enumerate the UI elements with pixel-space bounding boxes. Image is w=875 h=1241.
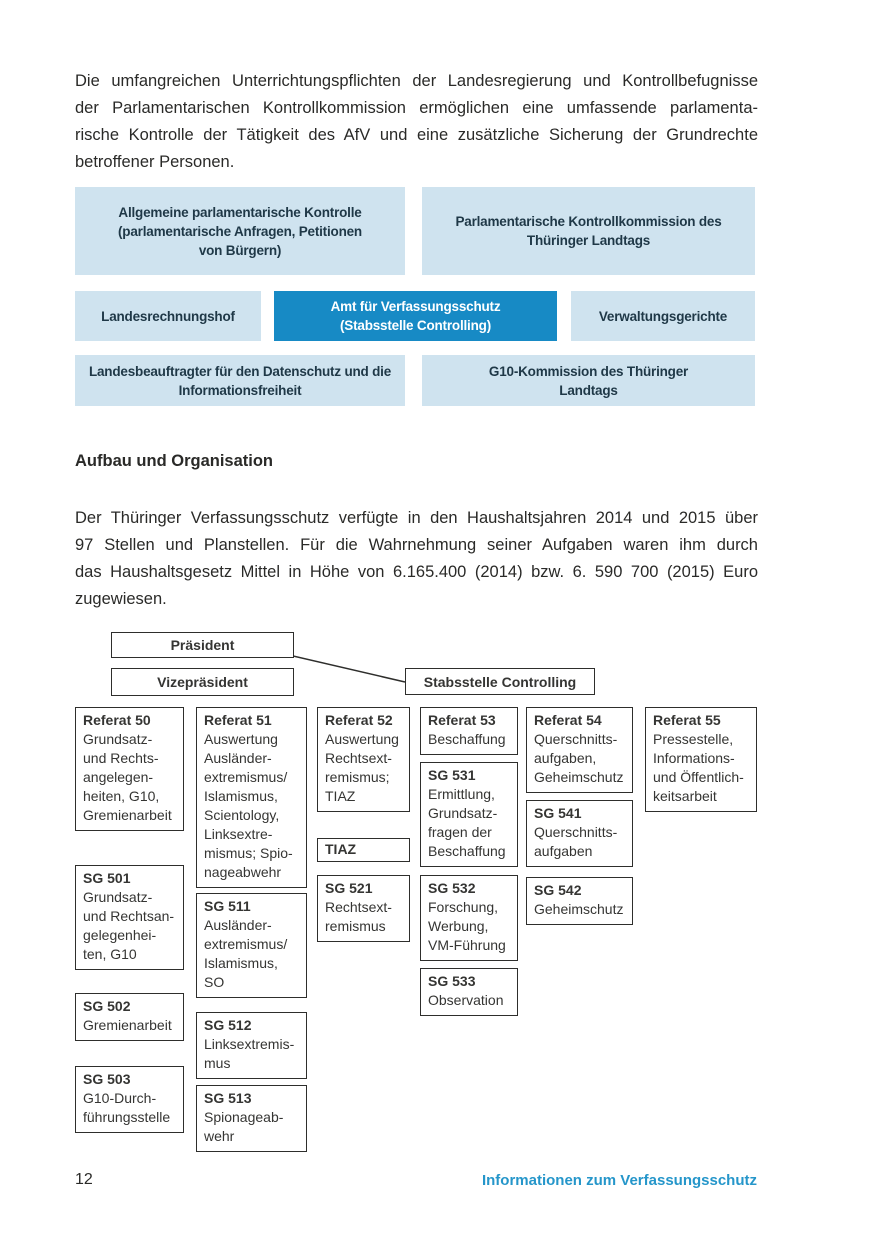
orgchart-box-body: Ermittlung, Grundsatz- fragen der Bescha… xyxy=(428,786,506,859)
orgchart-box-body: Querschnitts- aufgaben, Geheimschutz xyxy=(534,731,624,785)
orgchart-box-referat-53: Referat 53 Beschaffung xyxy=(420,707,518,755)
orgchart-box-body: Grundsatz- und Rechts- angelegen- heiten… xyxy=(83,731,172,823)
paragraph-line: zugewiesen. xyxy=(75,590,167,608)
control-box-landesrechnungshof: Landesrechnungshof xyxy=(75,291,261,341)
control-box-kontrollkommission: Parlamentarische Kontrollkommission des … xyxy=(422,187,755,275)
orgchart-box-body: Rechtsext- remismus xyxy=(325,899,392,934)
orgchart-box-body: Geheimschutz xyxy=(534,901,624,917)
running-title: Informationen zum Verfassungsschutz xyxy=(481,1172,757,1189)
budget-paragraph: Der Thüringer Verfassungsschutz verfügte… xyxy=(75,505,758,613)
orgchart-box-sg-511: SG 511 Ausländer- extremismus/ Islamismu… xyxy=(196,893,307,998)
orgchart-box-sg-512: SG 512 Linksextremis- mus xyxy=(196,1012,307,1079)
page-number: 12 xyxy=(75,1171,93,1188)
paragraph-line: betroffener Personen. xyxy=(75,153,235,171)
orgchart-box-stabsstelle-controlling: Stabsstelle Controlling xyxy=(405,668,595,695)
orgchart-box-referat-54: Referat 54 Querschnitts- aufgaben, Gehei… xyxy=(526,707,633,793)
orgchart-box-title: TIAZ xyxy=(325,841,357,857)
paragraph-line: der Parlamentarischen Kontrollkommission… xyxy=(75,99,758,117)
orgchart-box-body: Forschung, Werbung, VM-Führung xyxy=(428,899,506,953)
intro-paragraph: Die umfangreichen Unterrichtungspflichte… xyxy=(75,68,758,176)
orgchart-box-title: Referat 52 xyxy=(325,712,393,728)
orgchart-box-title: Referat 51 xyxy=(204,712,272,728)
orgchart-box-vizepraesident: Vizepräsident xyxy=(111,668,294,696)
orgchart-box-body: Auswertung Ausländer- extremismus/ Islam… xyxy=(204,731,293,880)
orgchart-box-sg-513: SG 513 Spionageab- wehr xyxy=(196,1085,307,1152)
orgchart-box-body: Observation xyxy=(428,992,504,1008)
orgchart-box-body: Pressestelle, Informations- und Öffentli… xyxy=(653,731,744,804)
orgchart-box-sg-532: SG 532 Forschung, Werbung, VM-Führung xyxy=(420,875,518,961)
paragraph-line: das Haushaltsgesetz Mittel in Höhe von 6… xyxy=(75,563,758,581)
orgchart-box-referat-52: Referat 52 Auswertung Rechtsext- remismu… xyxy=(317,707,410,812)
control-box-verwaltungsgerichte: Verwaltungsgerichte xyxy=(571,291,755,341)
orgchart-box-body: Spionageab- wehr xyxy=(204,1109,284,1144)
orgchart-box-title: SG 541 xyxy=(534,805,582,821)
orgchart-box-title: SG 532 xyxy=(428,880,476,896)
orgchart-box-sg-533: SG 533 Observation xyxy=(420,968,518,1016)
orgchart-box-title: SG 512 xyxy=(204,1017,252,1033)
orgchart-box-sg-503: SG 503 G10-Durch- führungsstelle xyxy=(75,1066,184,1133)
paragraph-line: Die umfangreichen Unterrichtungspflichte… xyxy=(75,72,758,90)
orgchart-box-sg-542: SG 542 Geheimschutz xyxy=(526,877,633,925)
orgchart-box-title: SG 502 xyxy=(83,998,131,1014)
orgchart-box-title: SG 513 xyxy=(204,1090,252,1106)
orgchart-box-body: Auswertung Rechtsext- remismus; TIAZ xyxy=(325,731,399,804)
orgchart-box-title: Referat 54 xyxy=(534,712,602,728)
orgchart-box-body: Grundsatz- und Rechtsan- gelegenhei- ten… xyxy=(83,889,175,962)
orgchart-box-sg-531: SG 531 Ermittlung, Grundsatz- fragen der… xyxy=(420,762,518,867)
orgchart-box-body: Querschnitts- aufgaben xyxy=(534,824,618,859)
orgchart-box-sg-521: SG 521 Rechtsext- remismus xyxy=(317,875,410,942)
orgchart-box-body: Ausländer- extremismus/ Islamismus, SO xyxy=(204,917,288,990)
orgchart-connector-line xyxy=(293,655,406,683)
orgchart-box-title: SG 533 xyxy=(428,973,476,989)
orgchart-box-title: SG 542 xyxy=(534,882,582,898)
orgchart-box-title: Referat 50 xyxy=(83,712,151,728)
section-heading: Aufbau und Organisation xyxy=(75,452,273,470)
orgchart-box-title: SG 501 xyxy=(83,870,131,886)
paragraph-line: Der Thüringer Verfassungsschutz verfügte… xyxy=(75,509,758,527)
orgchart-box-referat-50: Referat 50 Grundsatz- und Rechts- angele… xyxy=(75,707,184,831)
orgchart-box-body: G10-Durch- führungsstelle xyxy=(83,1090,171,1125)
orgchart-box-sg-541: SG 541 Querschnitts- aufgaben xyxy=(526,800,633,867)
orgchart-box-referat-55: Referat 55 Pressestelle, Informations- u… xyxy=(645,707,757,812)
control-box-g10-kommission: G10-Kommission des Thüringer Landtags xyxy=(422,355,755,406)
orgchart-box-body: Linksextremis- mus xyxy=(204,1036,295,1071)
orgchart-box-title: SG 503 xyxy=(83,1071,131,1087)
orgchart-box-tiaz: TIAZ xyxy=(317,838,410,862)
orgchart-box-body: Beschaffung xyxy=(428,731,506,747)
orgchart-box-referat-51: Referat 51 Auswertung Ausländer- extremi… xyxy=(196,707,307,888)
orgchart-box-title: SG 531 xyxy=(428,767,476,783)
orgchart-box-sg-501: SG 501 Grundsatz- und Rechtsan- gelegenh… xyxy=(75,865,184,970)
orgchart-box-title: SG 511 xyxy=(204,898,251,914)
orgchart-box-praesident: Präsident xyxy=(111,632,294,658)
control-box-amt-verfassungsschutz: Amt für Verfassungsschutz (Stabsstelle C… xyxy=(274,291,557,341)
paragraph-line: rische Kontrolle der Tätigkeit des AfV u… xyxy=(75,126,758,144)
orgchart-box-sg-502: SG 502 Gremienarbeit xyxy=(75,993,184,1041)
orgchart-box-body: Gremienarbeit xyxy=(83,1017,172,1033)
orgchart-box-title: Referat 55 xyxy=(653,712,721,728)
control-box-allgemeine-kontrolle: Allgemeine parlamentarische Kontrolle (p… xyxy=(75,187,405,275)
orgchart-box-title: Referat 53 xyxy=(428,712,496,728)
orgchart-box-title: SG 521 xyxy=(325,880,373,896)
paragraph-line: 97 Stellen und Planstellen. Für die Wahr… xyxy=(75,536,758,554)
control-box-datenschutzbeauftragter: Landesbeauftragter für den Datenschutz u… xyxy=(75,355,405,406)
